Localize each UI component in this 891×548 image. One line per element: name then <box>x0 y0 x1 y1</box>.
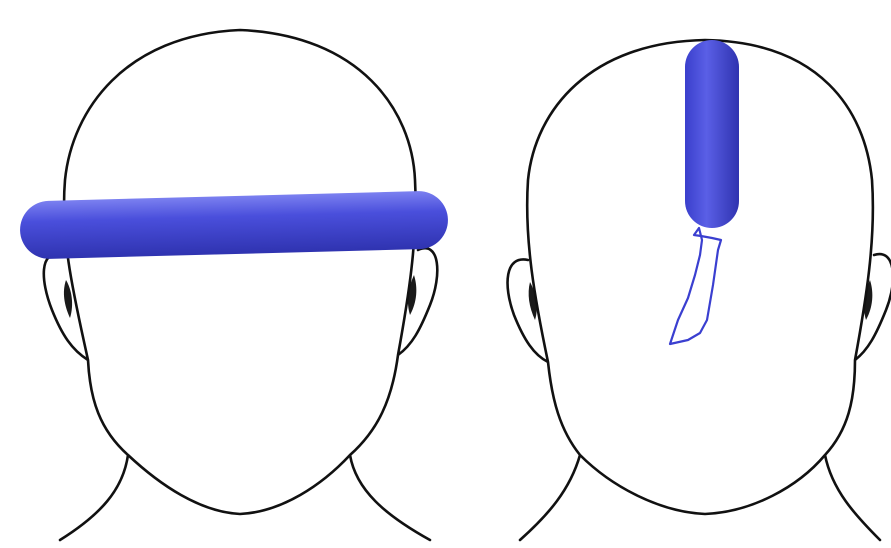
left-head-outline <box>64 30 416 514</box>
left-head-panel <box>19 30 448 540</box>
right-neck-right-line <box>825 455 880 540</box>
left-neck-left-line <box>60 455 128 540</box>
right-neck-left-line <box>520 455 580 540</box>
left-neck-right-line <box>350 455 430 540</box>
left-horizontal-pain-band <box>19 190 448 259</box>
right-head-panel <box>508 40 891 540</box>
right-vertical-pain-band <box>685 40 739 228</box>
